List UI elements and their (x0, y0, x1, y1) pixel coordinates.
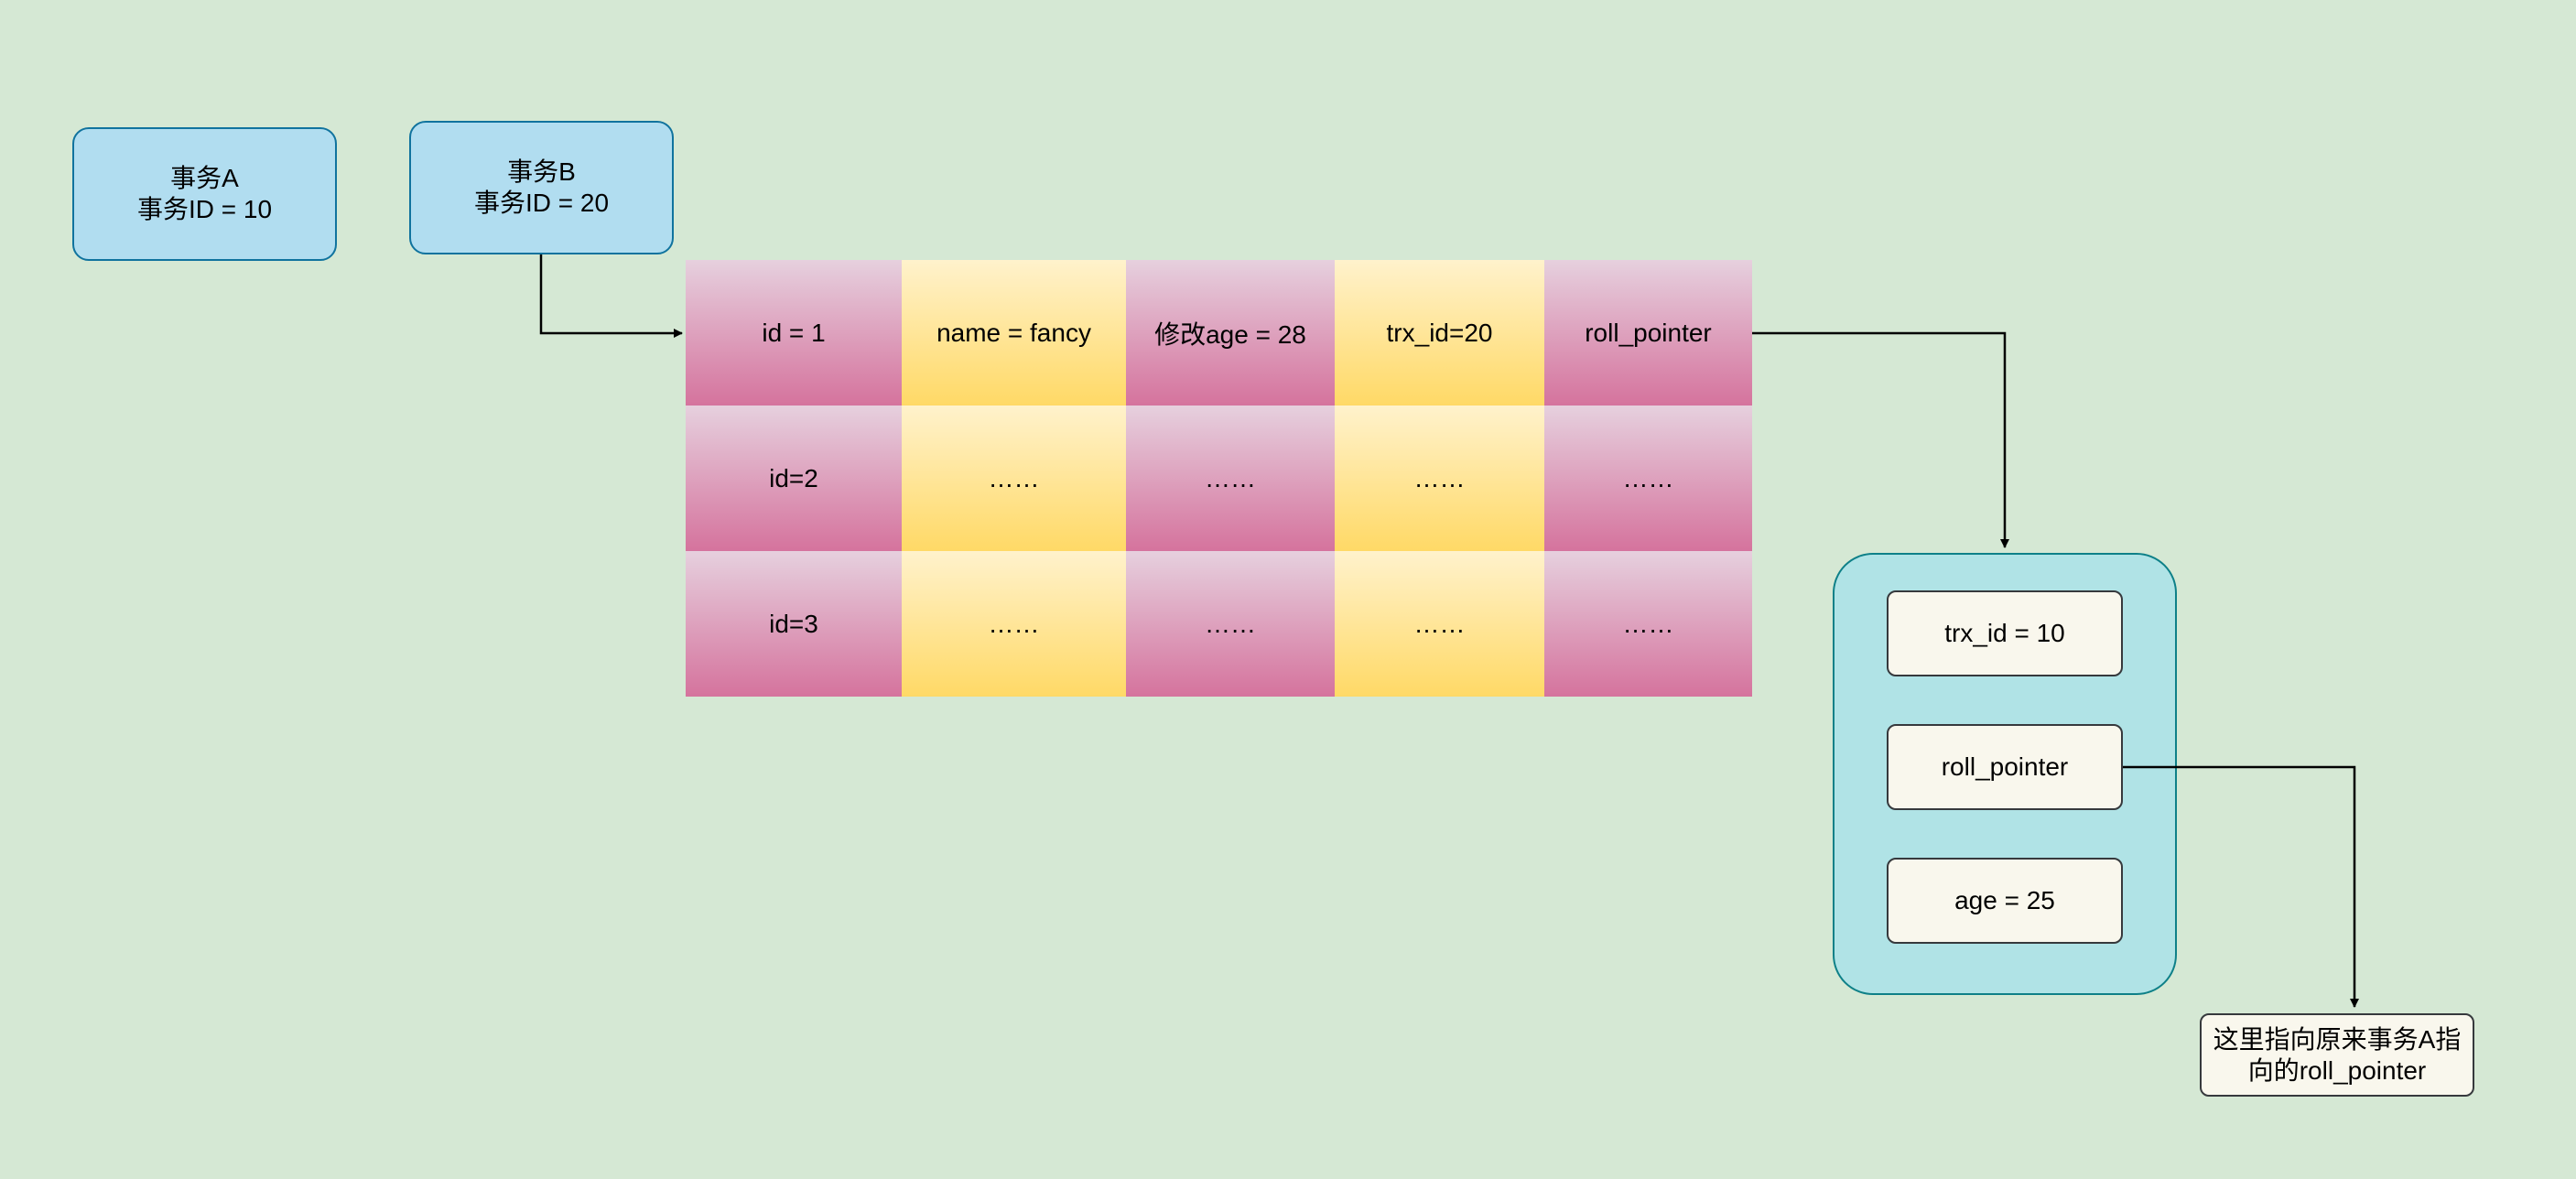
row2-id-cell: id=2 (686, 406, 902, 551)
row3-name-cell: …… (902, 551, 1126, 697)
row1-roll-pointer-cell: roll_pointer (1544, 260, 1752, 406)
transaction-a-name: 事务A (170, 164, 239, 192)
row2-age-cell: …… (1126, 406, 1335, 551)
note-line-1: 这里指向原来事务A指 (2213, 1024, 2462, 1054)
note-box: 这里指向原来事务A指 向的roll_pointer (2200, 1013, 2474, 1097)
transaction-b-name: 事务B (507, 157, 576, 186)
row3-roll-pointer-cell: …… (1544, 551, 1752, 697)
row1-name-cell: name = fancy (902, 260, 1126, 406)
row1-trx-id-cell: trx_id=20 (1335, 260, 1544, 406)
row2-trx-id-cell: …… (1335, 406, 1544, 551)
row3-trx-id-cell: …… (1335, 551, 1544, 697)
transaction-a-box: 事务A 事务ID = 10 (72, 127, 337, 261)
transaction-b-id: 事务ID = 20 (473, 189, 610, 217)
note-line-2: 向的roll_pointer (2247, 1055, 2427, 1085)
row2-name-cell: …… (902, 406, 1126, 551)
row3-id-cell: id=3 (686, 551, 902, 697)
transaction-b-to-row-arrow (539, 254, 683, 338)
undo-roll-pointer-to-note-arrow (2123, 765, 2359, 1008)
data-row-table: id = 1 name = fancy 修改age = 28 trx_id=20… (686, 260, 1752, 697)
row1-age-cell: 修改age = 28 (1126, 260, 1335, 406)
transaction-b-box: 事务B 事务ID = 20 (409, 121, 674, 254)
undo-trx-id-node: trx_id = 10 (1887, 590, 2123, 676)
roll-pointer-to-undo-arrow (1752, 331, 2009, 548)
row1-id-cell: id = 1 (686, 260, 902, 406)
transaction-a-id: 事务ID = 10 (136, 195, 273, 223)
undo-age-node: age = 25 (1887, 858, 2123, 944)
row3-age-cell: …… (1126, 551, 1335, 697)
row2-roll-pointer-cell: …… (1544, 406, 1752, 551)
undo-roll-pointer-node: roll_pointer (1887, 724, 2123, 810)
